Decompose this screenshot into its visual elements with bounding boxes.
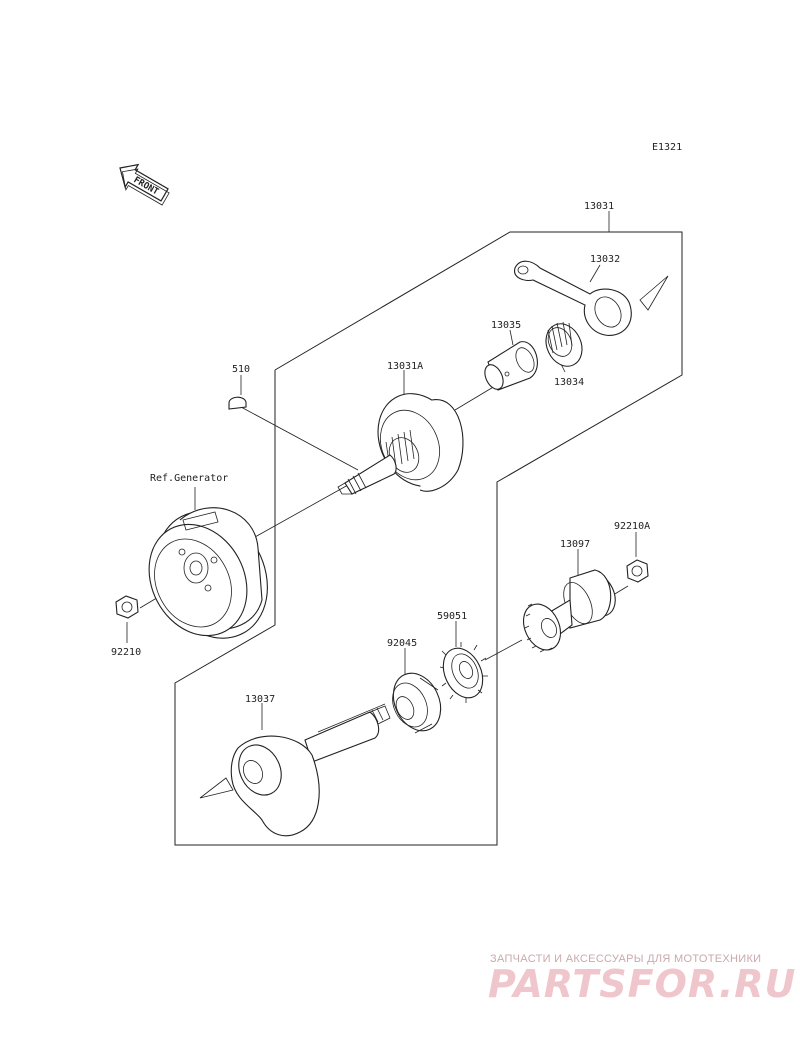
label-13031: 13031	[584, 201, 614, 212]
drive-gear	[439, 642, 488, 703]
label-13097: 13097	[560, 539, 590, 550]
crankshaft-left-half	[337, 393, 464, 495]
ball-bearing	[392, 672, 442, 734]
watermark: ЗАПЧАСТИ И АКСЕССУАРЫ ДЛЯ МОТОТЕХНИКИ PA…	[488, 953, 796, 1006]
label-13034: 13034	[554, 377, 584, 388]
nut-92210A	[626, 559, 649, 583]
watermark-tagline: ЗАПЧАСТИ И АКСЕССУАРЫ ДЛЯ МОТОТЕХНИКИ	[490, 953, 761, 965]
crank-pin	[484, 341, 538, 391]
label-92210: 92210	[111, 647, 141, 658]
part-labels: 13031 13032 13035 13034 510 13031A Ref.G…	[111, 201, 650, 705]
leader-lines	[126, 211, 637, 733]
front-arrow-icon: FRONT	[119, 163, 170, 206]
watermark-brand: PARTSFOR.RU	[488, 962, 796, 1006]
balancer-gear	[523, 569, 616, 653]
needle-bearing	[545, 321, 583, 367]
crank-assembly-frame-upper	[274, 231, 683, 846]
label-13032: 13032	[590, 254, 620, 265]
generator-rotor	[148, 507, 268, 639]
label-13031A: 13031A	[387, 361, 423, 372]
crank-assembly-frame-lower	[174, 370, 318, 846]
label-92045: 92045	[387, 638, 417, 649]
crankshaft-right-half	[199, 705, 391, 837]
diagram-code: E1321	[652, 142, 682, 153]
label-92210A: 92210A	[614, 521, 650, 532]
label-ref-generator: Ref.Generator	[150, 473, 228, 484]
label-13035: 13035	[491, 320, 521, 331]
connecting-rod	[514, 260, 669, 336]
nut-92210	[115, 595, 139, 619]
label-510: 510	[232, 364, 250, 375]
label-59051: 59051	[437, 611, 467, 622]
woodruff-key	[228, 396, 247, 410]
label-13037: 13037	[245, 694, 275, 705]
